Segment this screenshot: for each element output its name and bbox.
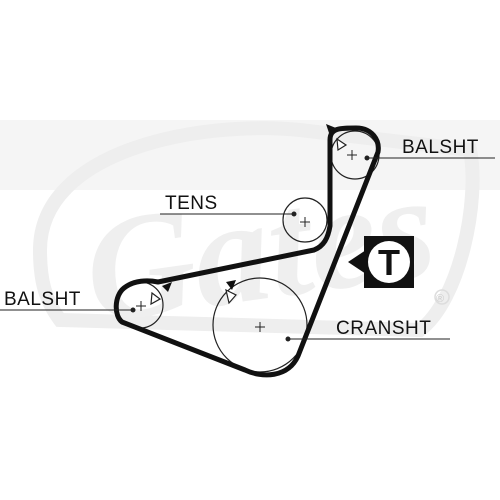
rotation-arrow-balsht-top: [336, 137, 348, 152]
badge-pointer-arrow: [348, 250, 366, 274]
center-mark-tens: [300, 217, 310, 227]
badge-circle: [368, 241, 410, 283]
leader-dot-tens: [291, 211, 297, 217]
timing-marks: [162, 124, 336, 292]
pulley-cranksht: [212, 277, 308, 373]
leader-dot-balsht-top: [364, 155, 370, 161]
label-cranksht: CRANSHT: [336, 318, 431, 339]
leader-dot-balsht-left: [130, 307, 136, 313]
center-mark-balsht-left: [136, 301, 146, 311]
rotation-arrow-balsht-left: [150, 291, 162, 306]
label-tens: TENS: [165, 193, 218, 214]
watermark-swoosh: [32, 121, 480, 338]
registered-mark-circle: [434, 289, 450, 305]
label-balsht-top: BALSHT: [402, 137, 479, 158]
timing-mark-balsht-left: [162, 282, 172, 292]
rotation-arrows: [150, 137, 348, 306]
timing-belt: [113, 125, 381, 378]
label-balsht-left: BALSHT: [4, 289, 81, 310]
tensioner-badge: T: [348, 236, 414, 288]
timing-mark-balsht-top: [326, 124, 336, 136]
badge-letter: T: [378, 242, 400, 283]
timing-mark-cranksht: [226, 280, 236, 290]
center-mark-cranksht: [255, 322, 265, 332]
registered-mark: ®: [436, 293, 444, 305]
pulley-tens: [282, 197, 328, 243]
pulley-centers: [136, 150, 357, 332]
rotation-arrow-cranksht: [225, 288, 237, 305]
leader-lines: [0, 155, 495, 342]
center-mark-balsht-top: [347, 150, 357, 160]
leader-dot-cranksht: [285, 336, 291, 342]
